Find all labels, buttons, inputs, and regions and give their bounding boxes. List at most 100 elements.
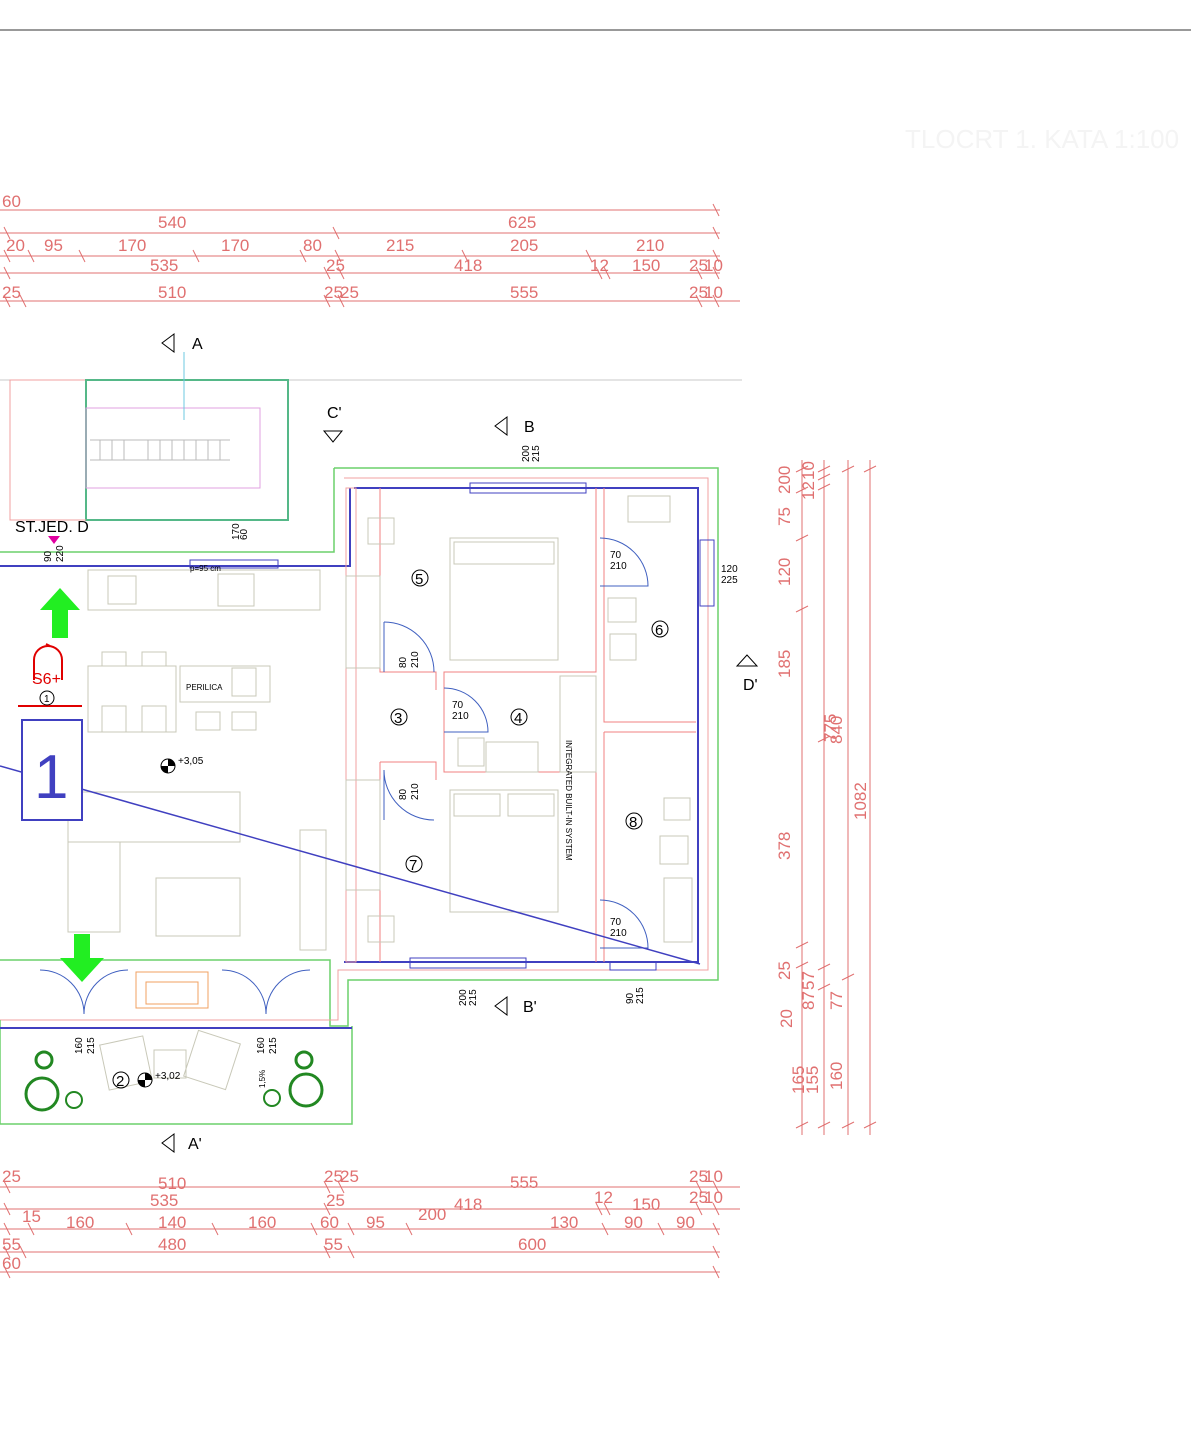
dim-label: 55 [2,1235,21,1254]
dim-label: 25 [689,1167,708,1186]
exterior-walls [0,467,719,1125]
dim-label: 210 [636,236,664,255]
room-8-number: 8 [629,814,637,831]
builtin-label: INTEGRATED BUILT-IN SYSTEM [564,740,573,861]
dim-label: 150 [632,1195,660,1214]
opening-dim: 220 [55,545,66,562]
dim-label: 25 [689,256,708,275]
dim-label: 840 [827,716,846,744]
opening-dim: 160 [256,1037,267,1054]
room-7-number: 7 [409,857,417,874]
dim-label: 535 [150,1191,178,1210]
opening-dim: 70 [610,917,622,928]
dim-label: 25 [340,283,359,302]
plants [24,1050,324,1112]
exit-arrow-icon [60,934,104,982]
dim-label: 80 [303,236,322,255]
dim-label: 535 [150,256,178,275]
dim-label: 95 [44,236,63,255]
section-d-prime: D' [743,677,758,694]
dim-label: 25 [326,1191,345,1210]
dim-label: 10 [704,1167,723,1186]
dim-label: 378 [775,832,794,860]
opening-note: p=95 cm [190,564,221,573]
dim-label: 170 [118,236,146,255]
section-a: A [192,336,203,353]
dim-label: 10 [704,283,723,302]
opening-annotations: 90 220 170 60 p=95 cm 200 215 70 210 120… [43,445,738,1088]
dim-label: 170 [221,236,249,255]
unit-number: 1 [34,743,68,812]
opening-dim: 80 [398,656,409,668]
dim-label: 20 [6,236,25,255]
dim-label: 87 [799,991,818,1010]
level-balcony: +3,02 [155,1071,181,1082]
top-dimensions [0,203,740,308]
level-markers: +3,05 +3,02 [137,756,204,1088]
dim-label: 12 [590,256,609,275]
dim-label: 90 [624,1213,643,1232]
dim-label: 160 [248,1213,276,1232]
windows [189,482,715,971]
room-4-number: 4 [514,710,522,727]
opening-dim: 210 [410,651,421,668]
bottom-dimensions [0,1180,740,1279]
dim-label: 540 [158,213,186,232]
dim-label: 20 [777,1009,796,1028]
opening-dim: 210 [610,928,627,939]
dim-label: 185 [775,650,794,678]
unit-type: S6+ [32,671,61,688]
dim-label: 205 [510,236,538,255]
dim-label: 775 [821,714,840,742]
opening-dim: 215 [86,1037,97,1054]
dim-label: 418 [454,256,482,275]
faint-title: TLOCRT 1. KATA 1:100 [905,124,1179,154]
section-b: B [524,419,535,436]
dim-label: 90 [676,1213,695,1232]
opening-dim: 210 [610,561,627,572]
section-b-prime: B' [523,999,537,1016]
dim-label: 418 [454,1195,482,1214]
dim-label: 25 [775,961,794,980]
room-6-number: 6 [655,622,663,639]
opening-dim: 215 [468,989,479,1006]
dim-label: 200 [775,466,794,494]
dim-label: 625 [508,213,536,232]
opening-dim: 70 [452,700,464,711]
room-numbers: 5 6 3 4 8 7 2 [112,569,669,1090]
dim-label: 1082 [851,782,870,820]
room-2-number: 2 [116,1073,124,1090]
unit-diagonal [0,765,701,965]
slope-label: 1,5% [258,1070,267,1088]
dim-label: 75 [775,507,794,526]
stairwell [0,352,742,521]
dim-label: 12 [594,1188,613,1207]
unit-label: ST.JED. D [15,519,89,536]
opening-dim: 60 [239,528,250,540]
dim-label: 160 [66,1213,94,1232]
entry-arrow-icon [40,588,80,638]
opening-dim: 200 [521,445,532,462]
dim-label: 95 [366,1213,385,1232]
opening-dim: 210 [410,783,421,800]
dim-label: 165 [789,1066,808,1094]
right-dimensions [795,460,877,1135]
dim-label: 57 [799,971,818,990]
dim-label: 140 [158,1213,186,1232]
dim-label: 480 [158,1235,186,1254]
dim-label: 510 [158,1174,186,1193]
dim-label: 25 [2,1167,21,1186]
opening-dim: 215 [268,1037,279,1054]
furniture [67,495,693,1091]
top-dimension-labels: 60 540 625 20 95 170 170 80 215 205 210 … [2,192,723,302]
opening-dim: 90 [43,550,54,562]
opening-dim: 70 [610,550,622,561]
opening-dim: 160 [74,1037,85,1054]
dim-label: 10 [704,256,723,275]
dim-label: 120 [775,558,794,586]
section-markers: A C' B D' B' A' [161,333,759,1153]
opening-dim: 80 [398,788,409,800]
opening-dim: 225 [721,575,738,586]
dim-label: 10 [704,1188,723,1207]
right-dimension-labels: 200 75 120 185 378 25 20 165 10 12 775 5… [775,461,870,1094]
